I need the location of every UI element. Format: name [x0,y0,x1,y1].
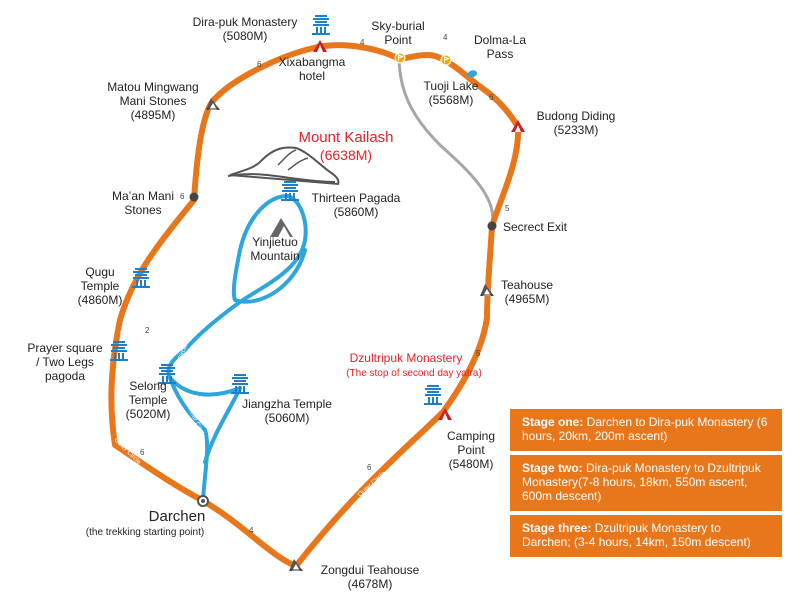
camping-line1: Camping [447,429,495,443]
distance-dira-sky: 4 [360,38,365,47]
mount-kailash-name: Mount Kailash [298,129,393,146]
thirteen-pagada-name: Thirteen Pagada [312,191,401,205]
stage-two-box: Stage two: Dira-puk Monastery to Dzultri… [510,455,782,511]
distance-matou-dira: 6 [257,60,262,69]
stage-three-box: Stage three: Dzultripuk Monastery to Dar… [510,515,782,557]
yinjietuo-line1: Yinjietuo [252,235,298,249]
jiangzha-name: Jiangzha Temple [242,397,332,411]
dira-puk-name: Dira-puk Monastery [193,15,298,29]
matou-line2: Mani Stones [120,94,187,108]
dolma-la-line1: Dolma-La [474,33,526,47]
stage-three-text: Dzultripuk Monastery to Darchen; (3-4 ho… [522,521,751,549]
qugu-line2: Temple [81,279,120,293]
outer-route [108,42,522,569]
outer-circle-label-right: Outer Circle [481,340,497,376]
stage-two-title: Stage two: [522,461,583,475]
dolma-la-line2: Pass [487,47,514,61]
zongdui-elevation: (4678M) [348,577,393,591]
xixabangma-line2: hotel [299,69,325,83]
qugu-elevation: (4860M) [78,293,123,307]
mount-kailash-elevation: (6638M) [320,147,372,163]
outer-circle-label-lower-left: Outer Circle [113,436,143,466]
inner-route-jiangzha [168,376,242,464]
zongdui-name: Zongdui Teahouse [321,563,420,577]
maan-line1: Ma’an Mani [112,189,174,203]
teahouse-name: Teahouse [501,278,553,292]
teahouse-elevation: (4965M) [505,292,550,306]
shortcut-route [397,58,495,227]
camping-elevation: (5480M) [449,457,494,471]
budong-diding-elevation: (5233M) [554,123,599,137]
matou-elevation: (4895M) [131,108,176,122]
darchen-name: Darchen [149,508,206,525]
prayer-square-line3: pagoda [45,369,85,383]
qugu-line1: Qugu [85,265,114,279]
distance-qugu-prayer: 2 [145,326,150,335]
outer-circle-label-bottom: Outer Circle [357,470,388,499]
sky-burial-line1: Sky-burial [371,19,424,33]
secret-exit-icon [487,221,497,231]
selong-elevation: (5020M) [126,407,171,421]
darchen-start-icon [197,495,209,507]
tuoji-lake-icon [466,70,477,78]
distance-budong-exit: 5 [505,204,510,213]
budong-diding-name: Budong Diding [537,109,616,123]
dzultripuk-monastery-icon [424,385,442,405]
stage-one-box: Stage one: Darchen to Dira-puk Monastery… [510,409,782,451]
inner-circle-label-right: Inner Circle [186,406,207,439]
sky-burial-point-icon [394,52,406,64]
distance-prayer-darchen: 6 [140,448,145,457]
xixabangma-line1: Xixabangma [279,55,346,69]
darchen-note: (the trekking starting point) [86,527,204,538]
dolma-la-pass-icon [440,54,452,66]
maan-line2: Stones [124,203,161,217]
jiangzha-elevation: (5060M) [265,411,310,425]
distance-darchen-zongdui: 4 [249,526,254,535]
sky-burial-line2: Point [384,33,412,47]
inner-route [166,194,308,502]
routes: Outer Circle Outer Circle Outer Circle O… [108,42,522,569]
dzultripuk-note: (The stop of second day yatra) [346,368,482,379]
distance-sky-dolma: 4 [443,33,448,42]
distance-tuoji-budong: 6 [489,93,494,102]
distance-teahouse-camp: 5 [476,349,481,358]
tuoji-lake-name: Tuoji Lake [424,79,479,93]
dira-puk-monastery-icon [312,15,330,35]
yinjietuo-mountain-icon [270,218,293,237]
distance-maan: 6 [180,192,185,201]
yinjietuo-line2: Mountain [250,249,299,263]
mount-kailash-icon [227,146,340,186]
prayer-square-line1: Prayer square [27,341,103,355]
selong-line2: Temple [129,393,168,407]
matou-line1: Matou Mingwang [107,80,198,94]
distance-camp-zongdui: 6 [367,463,372,472]
stage-two-text: Dira-puk Monastery to Dzultripuk Monaste… [522,461,761,503]
maan-mani-stones-icon [189,192,199,202]
dira-puk-elevation: (5080M) [223,29,268,43]
tuoji-lake-elevation: (5568M) [429,93,474,107]
stage-three-title: Stage three: [522,521,592,535]
dzultripuk-name: Dzultripuk Monastery [350,351,463,365]
camping-line2: Point [457,443,485,457]
secret-exit-name: Secrect Exit [503,220,568,234]
selong-line1: Selong [129,379,166,393]
stage-one-text: Darchen to Dira-puk Monastery (6 hours, … [522,415,768,443]
prayer-square-line2: / Two Legs [36,355,94,369]
thirteen-pagada-elevation: (5860M) [334,205,379,219]
stage-one-title: Stage one: [522,415,584,429]
